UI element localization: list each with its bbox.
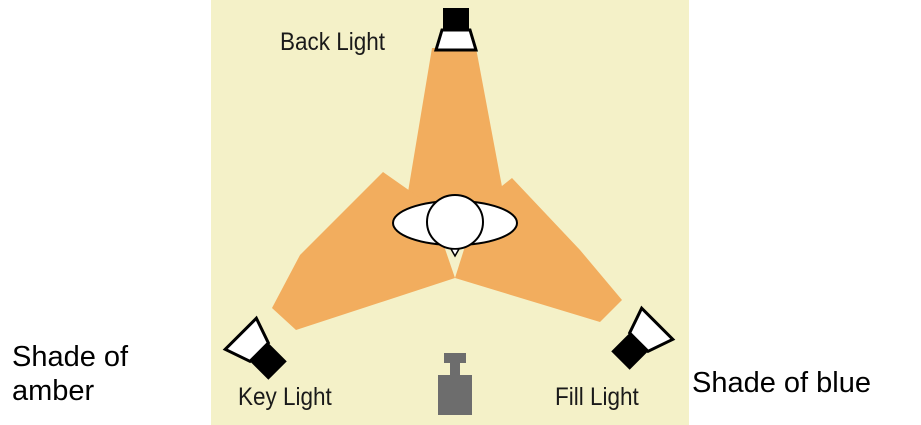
back-light-icon bbox=[436, 8, 476, 50]
light-beams bbox=[272, 48, 622, 330]
key-light-label: Key Light bbox=[238, 383, 332, 412]
back-light-label: Back Light bbox=[280, 28, 385, 57]
subject-head bbox=[427, 195, 483, 249]
shade-of-amber-note: Shade of amber bbox=[12, 340, 128, 408]
subject-nose bbox=[451, 249, 459, 256]
fill-light-label: Fill Light bbox=[555, 383, 639, 412]
fill-light-icon bbox=[605, 308, 673, 376]
camera-icon bbox=[438, 353, 472, 415]
key-light-icon bbox=[225, 318, 293, 386]
shade-of-blue-note: Shade of blue bbox=[692, 366, 871, 400]
